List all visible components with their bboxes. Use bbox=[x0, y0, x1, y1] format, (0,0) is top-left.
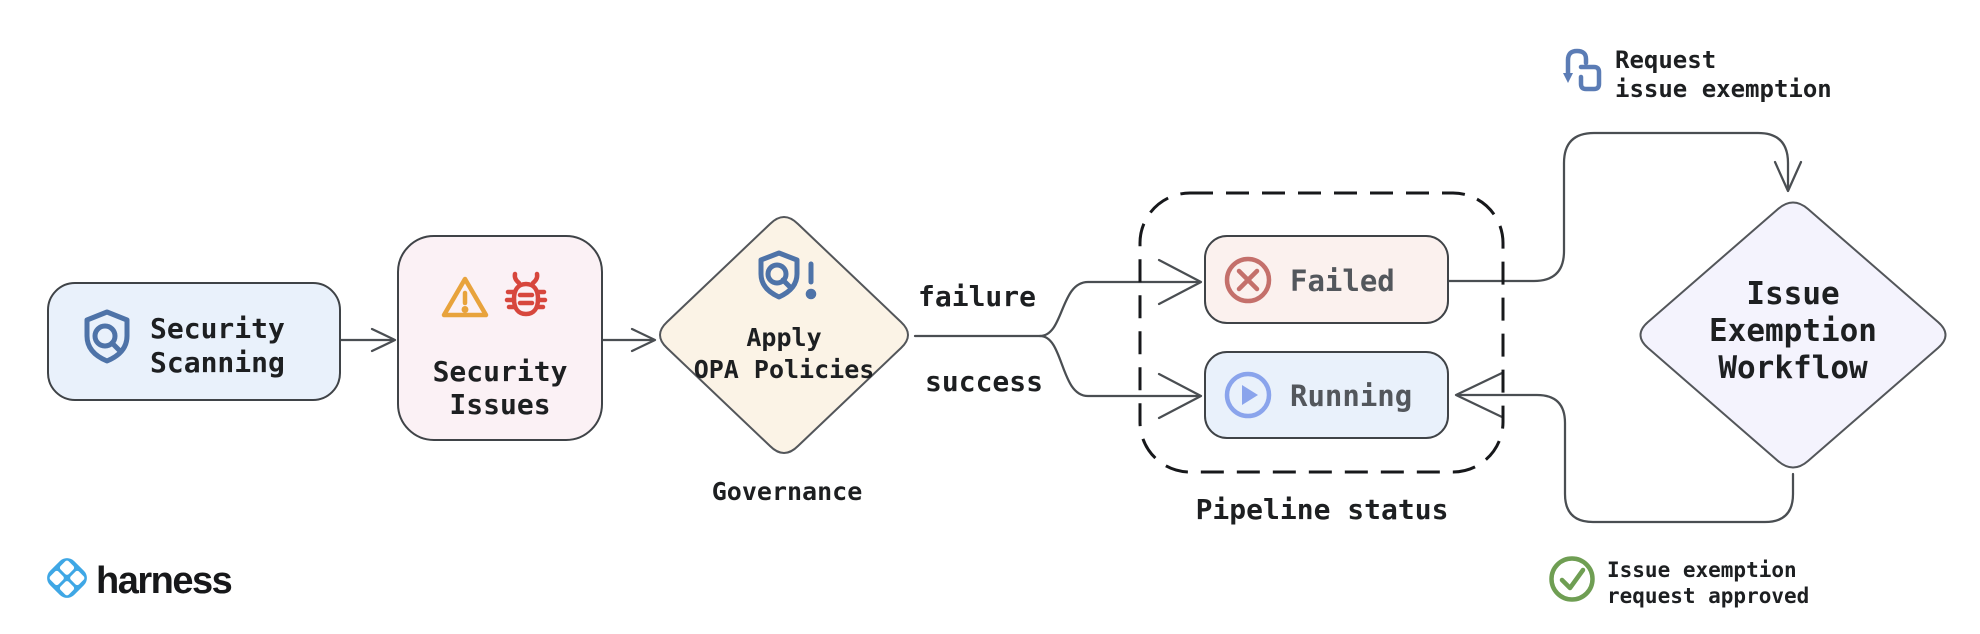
magnifier-lens bbox=[92, 323, 118, 349]
failure-edge-label: failure bbox=[918, 280, 1036, 313]
magnifier-handle bbox=[780, 277, 793, 290]
failed-node: Failed bbox=[1204, 235, 1449, 324]
request-exemption-annotation: Request issue exemption bbox=[1563, 46, 1832, 103]
magnifier-handle bbox=[109, 340, 123, 354]
issue-exemption-label-line3: Workflow bbox=[1718, 350, 1868, 386]
running-node: Running bbox=[1204, 351, 1449, 439]
edge-failed-to-workflow bbox=[1446, 131, 1790, 283]
security-scanning-label-line1: Security bbox=[150, 312, 285, 345]
play-circle bbox=[1224, 371, 1272, 419]
check-mark bbox=[1559, 567, 1586, 591]
tap-icon bbox=[1563, 48, 1602, 92]
approved-label-line1: Issue exemption bbox=[1607, 558, 1797, 582]
logo-dot bbox=[49, 570, 64, 586]
warning-triangle bbox=[441, 276, 489, 318]
logo-dot bbox=[59, 581, 75, 596]
issue-exemption-diamond bbox=[1639, 201, 1947, 469]
issue-exemption-label-line1: Issue bbox=[1746, 276, 1839, 312]
edge-workflow-to-running bbox=[1457, 393, 1795, 524]
x-circle bbox=[1224, 256, 1272, 304]
tap-arrow-curve bbox=[1565, 48, 1589, 79]
governance-caption: Governance bbox=[712, 477, 863, 506]
approved-label-line2: request approved bbox=[1607, 584, 1809, 608]
failed-label: Failed bbox=[1290, 264, 1395, 298]
edge-success bbox=[1038, 334, 1202, 398]
shield-outline bbox=[84, 309, 130, 364]
arrowhead-icon bbox=[1157, 372, 1203, 420]
pipeline-status-label: Pipeline status bbox=[1196, 493, 1449, 526]
logo-dot bbox=[59, 560, 75, 575]
running-label: Running bbox=[1290, 379, 1412, 413]
failed-box bbox=[1204, 235, 1449, 324]
apply-opa-label-line2: OPA Policies bbox=[694, 355, 875, 384]
alert-dot bbox=[805, 288, 817, 300]
circle-play-icon bbox=[1224, 371, 1272, 419]
request-approved-annotation: Issue exemption request approved bbox=[1549, 556, 1809, 608]
shield-alert-icon bbox=[758, 250, 817, 300]
harness-logo: harness bbox=[47, 558, 233, 602]
arrowhead-icon bbox=[630, 327, 657, 353]
x-cross bbox=[1236, 268, 1260, 292]
harness-logo-icon bbox=[47, 558, 87, 598]
check-circle bbox=[1549, 556, 1595, 602]
tap-arrowhead bbox=[1563, 73, 1573, 83]
harness-wordmark: harness bbox=[96, 560, 232, 602]
bug-antennae bbox=[512, 271, 540, 286]
running-box bbox=[1204, 351, 1449, 439]
bug-legs bbox=[504, 289, 548, 310]
pipeline-status-group: Pipeline status Failed Running bbox=[1138, 191, 1505, 526]
governance-diamond-node: Apply OPA Policies Governance bbox=[659, 216, 909, 506]
arrowhead-icon bbox=[1454, 371, 1504, 419]
issue-exemption-label-line2: Exemption bbox=[1709, 313, 1877, 349]
arrowhead-icon bbox=[1773, 160, 1803, 193]
pipeline-status-frame bbox=[1138, 191, 1505, 474]
logo-dot bbox=[70, 570, 85, 586]
issue-exemption-diamond-node: Issue Exemption Workflow bbox=[1639, 201, 1947, 469]
security-issues-label-line2: Issues bbox=[449, 388, 550, 421]
security-scanning-node: Security Scanning bbox=[47, 282, 341, 401]
warning-icon bbox=[441, 276, 489, 318]
security-issues-label-line1: Security bbox=[433, 355, 568, 388]
request-label-line1: Request bbox=[1615, 46, 1716, 74]
security-scanning-box bbox=[47, 282, 341, 401]
warning-dot bbox=[461, 306, 469, 313]
edges bbox=[338, 131, 1803, 524]
request-label-line2: issue exemption bbox=[1615, 75, 1832, 103]
play-triangle bbox=[1242, 385, 1258, 405]
check-circle-icon bbox=[1549, 556, 1595, 602]
governance-diamond bbox=[659, 216, 909, 454]
circle-x-icon bbox=[1224, 256, 1272, 304]
security-issues-box bbox=[397, 235, 603, 441]
bug-icon bbox=[504, 271, 548, 317]
shield-outline bbox=[758, 250, 800, 300]
tap-button bbox=[1578, 64, 1602, 92]
security-scanning-label-line2: Scanning bbox=[150, 346, 285, 379]
arrowhead-icon bbox=[1157, 258, 1203, 306]
bug-stripes bbox=[517, 292, 535, 306]
edge-failure bbox=[1038, 280, 1202, 338]
shield-search-icon bbox=[84, 309, 130, 364]
success-edge-label: success bbox=[925, 365, 1043, 398]
logo-diamond bbox=[47, 558, 87, 598]
security-issues-node: Security Issues bbox=[397, 235, 603, 441]
apply-opa-label-line1: Apply bbox=[746, 323, 821, 352]
magnifier-lens bbox=[765, 262, 789, 286]
arrowhead-icon bbox=[370, 327, 397, 353]
